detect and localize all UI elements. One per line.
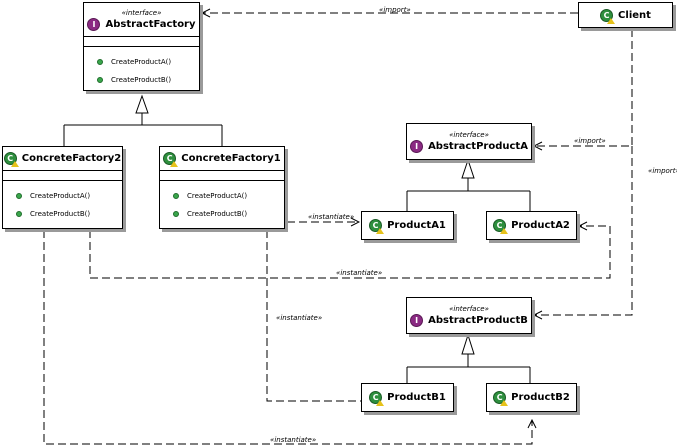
- operation-item[interactable]: CreateProductA(): [160, 187, 284, 205]
- concrete-factory2-class[interactable]: C ConcreteFactory2 CreateProductA() Crea…: [2, 146, 123, 229]
- product-b1-class[interactable]: C ProductB1: [361, 383, 454, 412]
- product-a2-class[interactable]: C ProductA2: [486, 211, 577, 240]
- instantiate-cf2-b2: [43, 230, 532, 445]
- class-header: C Client: [579, 3, 672, 27]
- abstract-product-b-class[interactable]: «interface» I AbstractProductB: [406, 297, 532, 334]
- class-name: AbstractFactory: [105, 18, 196, 30]
- abstract-product-a-class[interactable]: «interface» I AbstractProductA: [406, 123, 532, 160]
- class-header: «interface» I AbstractProductB: [407, 298, 531, 333]
- class-header: C ConcreteFactory2: [3, 147, 122, 171]
- label-import-factory: «import»: [379, 6, 411, 14]
- operation-item[interactable]: CreateProductA(): [3, 187, 122, 205]
- label-import-product-b: «import»: [648, 167, 677, 175]
- operation-name: CreateProductB(): [30, 210, 91, 218]
- operation-name: CreateProductA(): [111, 58, 172, 66]
- class-header: C ConcreteFactory1: [160, 147, 284, 171]
- operation-compartment: CreateProductA() CreateProductB(): [84, 47, 199, 89]
- generalization-factory: [63, 94, 223, 146]
- operation-item[interactable]: CreateProductB(): [84, 71, 199, 89]
- class-icon: C: [3, 152, 19, 167]
- class-name: ConcreteFactory2: [21, 153, 122, 164]
- operation-item[interactable]: CreateProductB(): [160, 205, 284, 223]
- attribute-compartment: [84, 37, 199, 47]
- label-instantiate-a2: «instantiate»: [336, 269, 382, 277]
- operation-item[interactable]: CreateProductB(): [3, 205, 122, 223]
- interface-icon: I: [87, 17, 101, 31]
- interface-icon: I: [410, 139, 424, 153]
- public-operation-icon: [16, 193, 22, 199]
- stereotype-label: «interface»: [121, 8, 162, 17]
- generalization-product-b: [406, 333, 531, 383]
- generalization-product-a: [406, 158, 531, 211]
- import-client-product-a: [534, 29, 633, 146]
- class-header: C ProductB2: [487, 384, 576, 411]
- interface-icon: I: [410, 313, 424, 327]
- instantiate-cf1-b1: [266, 230, 361, 402]
- class-icon: C: [369, 219, 385, 234]
- public-operation-icon: [16, 211, 22, 217]
- class-name: ProductA1: [387, 220, 446, 231]
- operation-name: CreateProductA(): [187, 192, 248, 200]
- label-instantiate-b2: «instantiate»: [270, 436, 316, 444]
- operation-name: CreateProductB(): [187, 210, 248, 218]
- class-header: «interface» I AbstractFactory: [84, 3, 199, 37]
- public-operation-icon: [173, 211, 179, 217]
- class-header: C ProductA2: [487, 212, 576, 239]
- product-b2-class[interactable]: C ProductB2: [486, 383, 577, 412]
- abstract-factory-class[interactable]: «interface» I AbstractFactory CreateProd…: [83, 2, 200, 91]
- class-name: Client: [618, 9, 651, 21]
- operation-name: CreateProductA(): [30, 192, 91, 200]
- class-name: AbstractProductB: [428, 314, 528, 326]
- class-name: ProductB2: [511, 392, 570, 403]
- public-operation-icon: [97, 59, 103, 65]
- concrete-factory1-class[interactable]: C ConcreteFactory1 CreateProductA() Crea…: [159, 146, 285, 229]
- stereotype-label: «interface»: [449, 304, 489, 313]
- class-icon: C: [163, 152, 179, 167]
- class-icon: C: [600, 8, 616, 24]
- class-header: C ProductA1: [362, 212, 453, 239]
- instantiate-cf2-a2: [89, 226, 611, 279]
- class-icon: C: [493, 391, 509, 406]
- label-import-product-a: «import»: [574, 137, 606, 145]
- attribute-compartment: [3, 171, 122, 181]
- public-operation-icon: [97, 77, 103, 83]
- class-name: ProductB1: [387, 392, 446, 403]
- product-a1-class[interactable]: C ProductA1: [361, 211, 454, 240]
- class-header: «interface» I AbstractProductA: [407, 124, 531, 159]
- label-instantiate-a1: «instantiate»: [308, 213, 354, 221]
- class-name: ProductA2: [511, 220, 570, 231]
- class-icon: C: [369, 391, 385, 406]
- stereotype-label: «interface»: [449, 130, 489, 139]
- class-header: C ProductB1: [362, 384, 453, 411]
- operation-compartment: CreateProductA() CreateProductB(): [3, 181, 122, 223]
- operation-compartment: CreateProductA() CreateProductB(): [160, 181, 284, 223]
- public-operation-icon: [173, 193, 179, 199]
- label-instantiate-b1: «instantiate»: [276, 314, 322, 322]
- attribute-compartment: [160, 171, 284, 181]
- import-client-product-b: [534, 146, 633, 315]
- class-name: ConcreteFactory1: [181, 153, 281, 164]
- operation-name: CreateProductB(): [111, 76, 172, 84]
- class-icon: C: [493, 219, 509, 234]
- class-name: AbstractProductA: [428, 140, 528, 152]
- operation-item[interactable]: CreateProductA(): [84, 53, 199, 71]
- client-class[interactable]: C Client: [578, 2, 673, 28]
